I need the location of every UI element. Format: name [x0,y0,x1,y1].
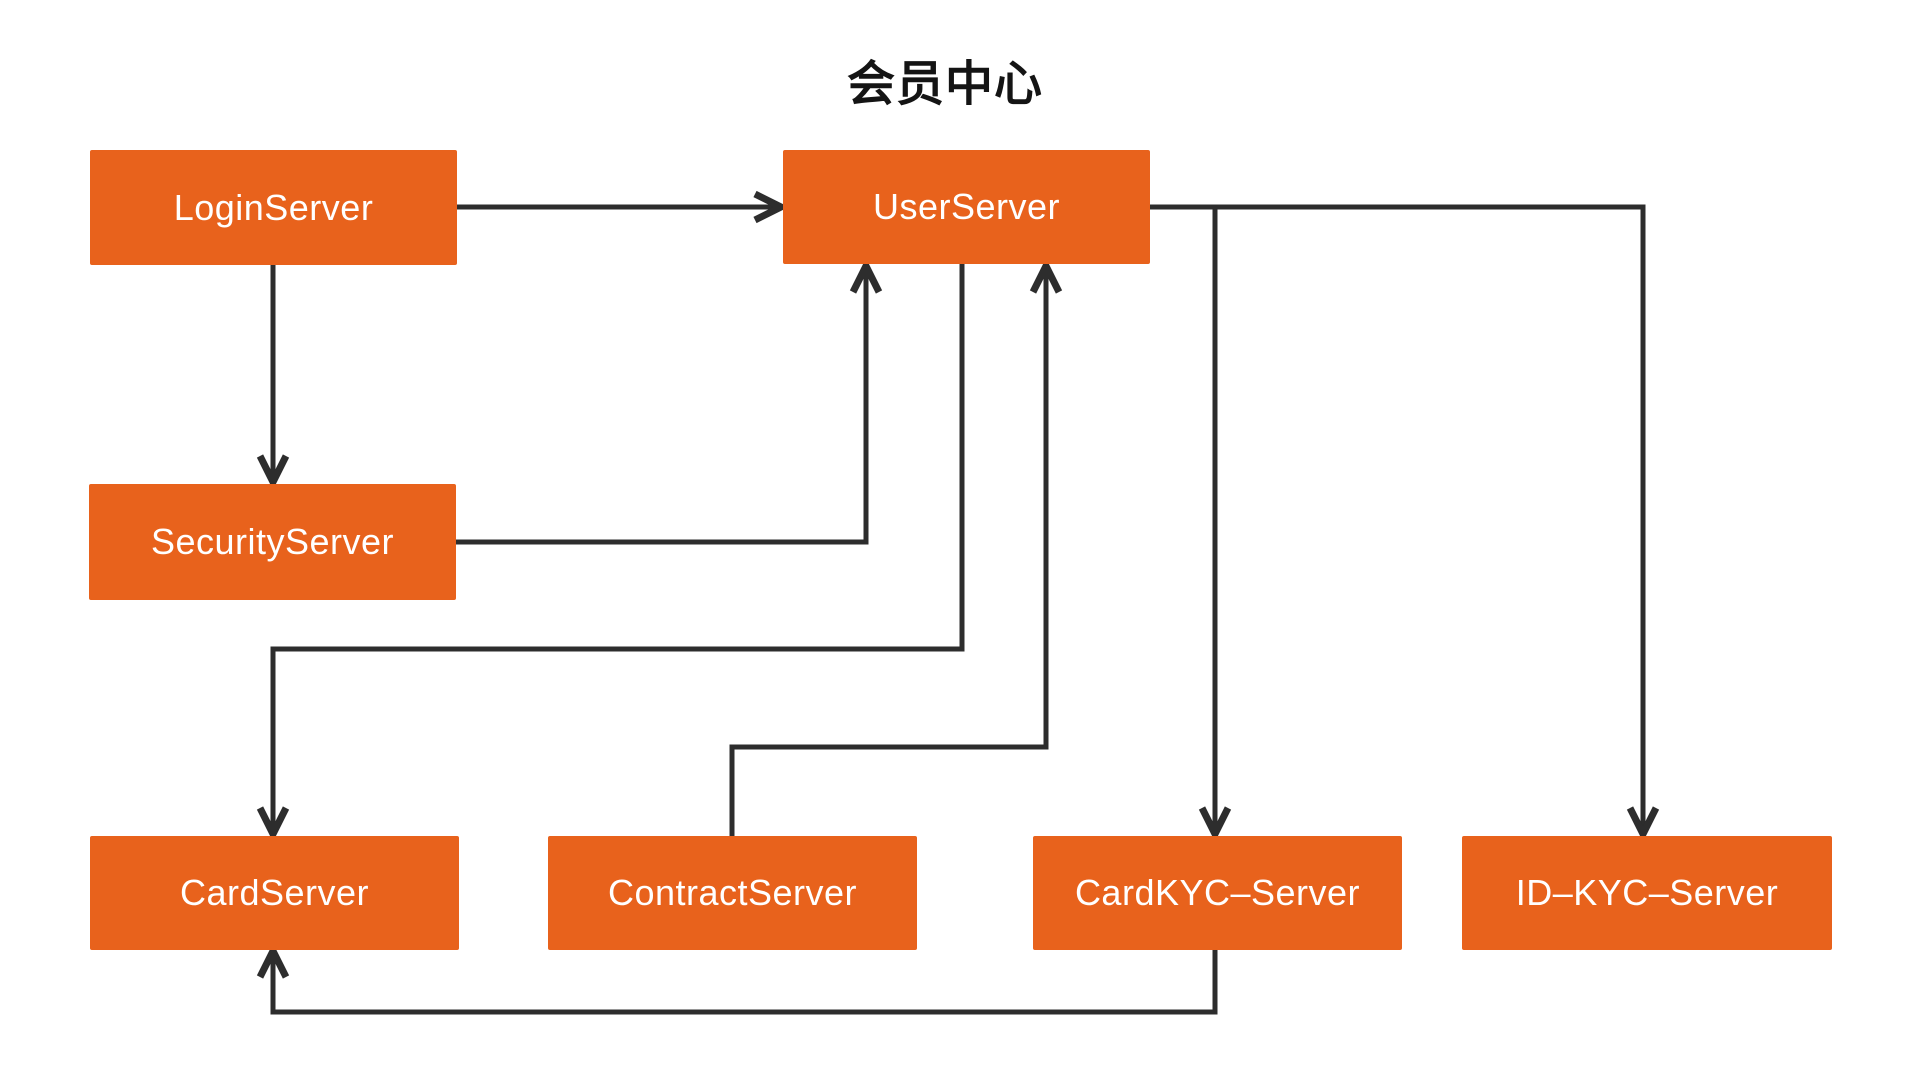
node-cardkyc-server-label: CardKYC–Server [1074,872,1361,913]
arrowhead-login-server-to-user-server [753,190,789,224]
edge-user-server-to-id-kyc-server [1150,204,1646,834]
arrowhead-contract-server-to-user-server [1029,258,1063,294]
node-login-server: LoginServer [90,150,457,265]
arrowhead-user-server-to-card-server [256,806,290,842]
arrowhead-cardkyc-server-to-card-server [256,943,290,979]
edge-cardkyc-server-to-card-server [270,950,1218,1015]
arrowhead-security-server-to-user-server [849,258,883,294]
node-contract-server: ContractServer [548,836,917,950]
node-user-server: UserServer [783,150,1150,264]
arrowhead-user-server-to-id-kyc-server [1626,806,1660,842]
node-id-kyc-server-label: ID–KYC–Server [1515,872,1779,913]
node-security-server-label: SecurityServer [150,521,395,562]
node-login-server-label: LoginServer [173,186,374,228]
node-cardkyc-server: CardKYC–Server [1033,836,1402,950]
edge-security-server-to-user-server [456,266,869,545]
node-user-server-label: UserServer [872,186,1061,227]
arrowhead-login-server-to-security-server [256,454,290,490]
edge-contract-server-to-user-server [729,266,1049,836]
node-contract-server-label: ContractServer [607,872,858,913]
node-card-server-label: CardServer [179,872,370,913]
edge-user-server-to-cardkyc-server [1150,204,1218,834]
edge-user-server-to-card-server [270,264,965,834]
arrowhead-user-server-to-cardkyc-server [1198,806,1232,842]
node-card-server: CardServer [90,836,459,950]
node-security-server: SecurityServer [89,484,456,600]
diagram-title: 会员中心 [846,58,1043,111]
node-id-kyc-server: ID–KYC–Server [1462,836,1832,950]
